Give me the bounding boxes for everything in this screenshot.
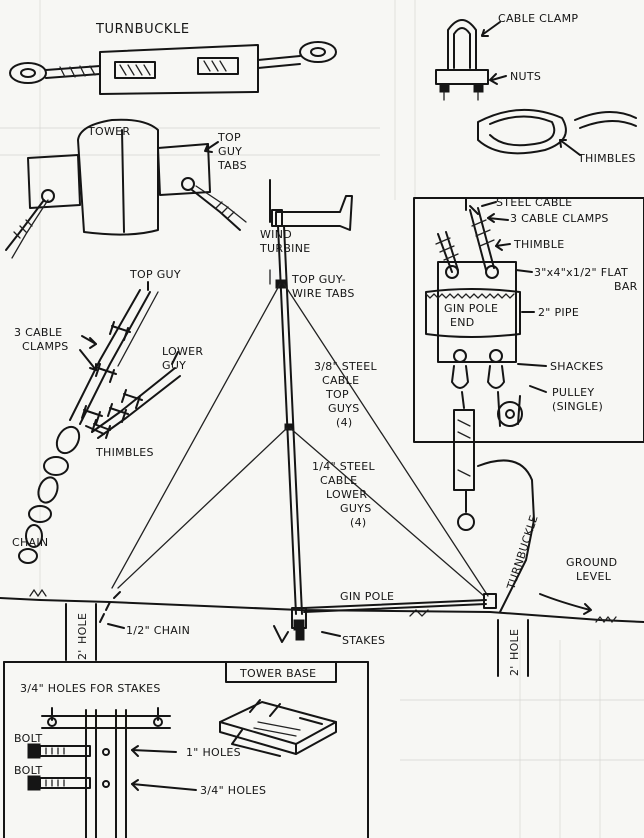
ground-section: GROUND LEVEL HOLE 2' 1/2" CHAIN STAKES H… xyxy=(0,556,644,677)
label-gin-pole: GIN POLE xyxy=(340,590,394,603)
label-hole-right-depth: 2' xyxy=(508,665,521,676)
label-chain: CHAIN xyxy=(12,536,48,549)
label-pulley-2: (SINGLE) xyxy=(552,400,603,413)
label-top-guy-wire-tabs-2: WIRE TABS xyxy=(292,287,355,300)
clamp-marks xyxy=(81,321,143,439)
thimbles-sketch: THIMBLES xyxy=(477,109,637,165)
label-top-guy: TOP GUY xyxy=(129,268,181,281)
label-holes-for-stakes: 3/4" HOLES FOR STAKES xyxy=(20,682,161,695)
tower-base-detail: TOWER BASE 3/4" HOLES FOR STAKES BOLT BO… xyxy=(3,661,369,838)
label-steel-lower-1: 1/4" STEEL xyxy=(312,460,376,473)
label-three-cable-clamps-left-1: 3 CABLE xyxy=(14,326,62,339)
label-gin-pole-end-1: GIN POLE xyxy=(444,302,498,315)
base-perspective xyxy=(219,699,337,757)
label-three-cable-clamps-left-2: CLAMPS xyxy=(22,340,69,353)
label-three-cable-clamps-detail: 3 CABLE CLAMPS xyxy=(510,212,609,225)
label-flat-bar-2: BAR xyxy=(614,280,638,293)
label-steel-top-4: GUYS xyxy=(328,402,359,415)
guy-attachment-sketch: TOP GUY 3 CABLE CLAMPS LOWER GUY THIMBLE… xyxy=(12,268,203,564)
label-shackles: SHACKES xyxy=(550,360,604,373)
label-thimbles-left: THIMBLES xyxy=(95,446,154,459)
main-tower: WIND TURBINE TOP GUY- WIRE TABS 3/8" STE… xyxy=(99,179,497,631)
label-lower-guy-1: LOWER xyxy=(162,345,203,358)
label-ground-level-1: GROUND xyxy=(566,556,617,569)
label-nuts: NUTS xyxy=(510,70,541,83)
label-three-quarter-holes: 3/4" HOLES xyxy=(200,784,266,797)
label-steel-lower-5: (4) xyxy=(350,516,366,529)
label-pulley-1: PULLEY xyxy=(552,386,594,399)
label-top-guy-tabs-2: GUY xyxy=(218,145,242,158)
label-steel-top-3: TOP xyxy=(325,388,349,401)
label-steel-lower-3: LOWER xyxy=(326,488,367,501)
label-hole-right: HOLE xyxy=(508,629,521,660)
label-tower-base: TOWER BASE xyxy=(239,667,316,680)
cable-clamp-sketch: CABLE CLAMP NUTS xyxy=(435,12,578,101)
label-top-guy-tabs-1: TOP xyxy=(217,131,241,144)
label-steel-top-2: CABLE xyxy=(322,374,359,387)
label-turnbuckle-top: TURNBUCKLE xyxy=(95,22,190,37)
turnbuckle-sketch: TURNBUCKLE xyxy=(9,22,337,95)
label-top-guy-wire-tabs-1: TOP GUY- xyxy=(291,273,346,286)
label-flat-bar-1: 3"x4"x1/2" FLAT xyxy=(534,266,628,279)
label-bolt-2: BOLT xyxy=(14,764,43,777)
label-ground-level-2: LEVEL xyxy=(576,570,612,583)
label-thimbles-top: THIMBLES xyxy=(577,152,636,165)
label-steel-lower-2: CABLE xyxy=(320,474,357,487)
label-turnbuckle-right: TURNBUCKLE xyxy=(504,513,541,591)
tower-tabs-sketch: TOWER TOP GUY TABS xyxy=(5,118,247,259)
label-cable-clamp: CABLE CLAMP xyxy=(498,12,578,25)
label-steel-cable-detail: STEEL CABLE xyxy=(496,196,572,209)
label-top-guy-tabs-3: TABS xyxy=(217,159,247,172)
label-steel-lower-4: GUYS xyxy=(340,502,371,515)
label-tower: TOWER xyxy=(87,125,130,138)
label-hole-left: HOLE xyxy=(76,613,89,644)
label-wind-turbine-1: WIND xyxy=(260,228,292,241)
label-half-chain: 1/2" CHAIN xyxy=(126,624,190,637)
label-one-inch-holes: 1" HOLES xyxy=(186,746,241,759)
label-hole-left-depth: 2' xyxy=(76,649,89,660)
label-steel-top-1: 3/8" STEEL xyxy=(314,360,378,373)
label-pipe: 2" PIPE xyxy=(538,306,579,319)
label-thimble-detail: THIMBLE xyxy=(513,238,564,251)
label-gin-pole-end-2: END xyxy=(450,316,475,329)
label-steel-top-5: (4) xyxy=(336,416,352,429)
label-lower-guy-2: GUY xyxy=(162,359,186,372)
label-bolt-1: BOLT xyxy=(14,732,43,745)
gin-pole-detail: STEEL CABLE 3 CABLE CLAMPS THIMBLE 3"x4"… xyxy=(413,196,644,613)
label-wind-turbine-2: TURBINE xyxy=(259,242,310,255)
label-stakes: STAKES xyxy=(342,634,385,647)
